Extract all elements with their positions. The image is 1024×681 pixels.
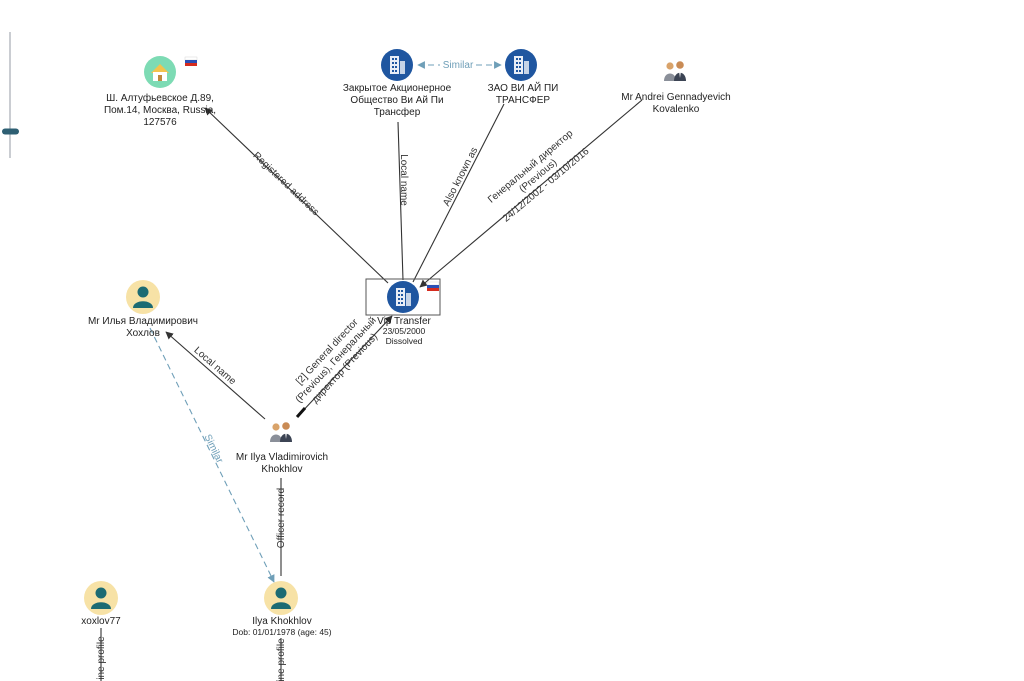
- khokhlov-en-line1: Mr Ilya Vladimirovich: [236, 452, 328, 463]
- selection-box: [365, 278, 441, 316]
- vip-line2: 23/05/2000: [383, 326, 426, 336]
- address-line1: Ш. Алтуфьевское Д.89,: [106, 92, 214, 104]
- person-node-circle: [266, 418, 296, 448]
- house-icon: [151, 64, 169, 81]
- edge-online-profile-right[interactable]: ine profile: [276, 638, 287, 681]
- ilya-line2: Dob: 01/01/1978 (age: 45): [232, 627, 331, 637]
- edge-local-name-top[interactable]: Local name: [397, 121, 409, 281]
- edge-label-similar-top: Similar: [443, 60, 474, 71]
- vip-line3: Dissolved: [386, 336, 423, 346]
- edge-label-officer-record: Officer record: [276, 488, 287, 548]
- node-khokhlov-en[interactable]: Mr Ilya Vladimirovich Khokhlov: [236, 418, 328, 475]
- node-kovalenko[interactable]: Mr Andrei Gennadyevich Kovalenko: [621, 57, 731, 115]
- node-khokhlov-ru[interactable]: Mr Илья Владимирович Хохлов: [88, 280, 198, 339]
- xoxlov77-line1: xoxlov77: [81, 616, 121, 627]
- edge-label-local-name-left: Local name: [192, 345, 239, 388]
- node-zao-long[interactable]: Закрытое Акционерное Общество Ви Ай Пи Т…: [343, 49, 452, 118]
- edge-local-name-left[interactable]: Local name: [165, 331, 266, 420]
- edge-officer-record[interactable]: Officer record: [276, 478, 287, 576]
- zao-long-line1: Закрытое Акционерное: [343, 83, 452, 94]
- zao-long-line2: Общество Ви Ай Пи: [350, 94, 443, 106]
- node-address[interactable]: Ш. Алтуфьевское Д.89, Пом.14, Москва, Ru…: [104, 56, 216, 128]
- edge-label-gdir-line2: (Previous), Генеральный: [294, 315, 379, 405]
- khokhlov-ru-line1: Mr Илья Владимирович: [88, 316, 198, 327]
- address-line2: Пом.14, Москва, Russia,: [104, 105, 216, 116]
- edge-label-registered-address: Registered address: [251, 150, 321, 218]
- russia-flag-icon: [184, 56, 198, 67]
- zoom-slider-thumb[interactable]: [2, 128, 19, 135]
- edge-general-director-khokhlov[interactable]: [2] General director (Previous), Генерал…: [285, 307, 393, 418]
- edge-label-online-left: ine profile: [96, 636, 107, 680]
- edge-label-also-known-as: Also known as: [441, 146, 480, 208]
- node-vip-transfer[interactable]: Vip Transfer 23/05/2000 Dissolved: [365, 278, 441, 346]
- edge-similar-top[interactable]: Similar: [417, 60, 502, 71]
- edge-registered-address[interactable]: Registered address: [204, 107, 389, 284]
- vip-line1: Vip Transfer: [377, 316, 431, 327]
- edge-label-local-name-top: Local name: [398, 154, 409, 206]
- ilya-line1: Ilya Khokhlov: [252, 616, 311, 627]
- khokhlov-en-line2: Khokhlov: [261, 464, 302, 475]
- khokhlov-ru-line2: Хохлов: [126, 328, 160, 339]
- zao-short-line1: ЗАО ВИ АЙ ПИ: [488, 81, 559, 94]
- zoom-slider[interactable]: [2, 32, 19, 158]
- russia-flag-icon: [426, 281, 440, 292]
- node-ilya-khokhlov[interactable]: Ilya Khokhlov Dob: 01/01/1978 (age: 45): [232, 581, 332, 637]
- kovalenko-line1: Mr Andrei Gennadyevich: [621, 92, 731, 103]
- edge-label-online-right: ine profile: [276, 638, 287, 681]
- address-line3: 127576: [143, 117, 177, 128]
- zao-short-line2: ТРАНСФЕР: [496, 95, 550, 106]
- node-xoxlov77[interactable]: xoxlov77: [81, 581, 121, 627]
- edge-online-profile-left[interactable]: ine profile: [96, 628, 107, 681]
- zao-long-line3: Трансфер: [374, 106, 421, 118]
- edge-label-similar-left: Similar: [202, 433, 226, 466]
- kovalenko-line2: Kovalenko: [653, 104, 700, 115]
- person-node-circle: [660, 57, 690, 87]
- node-zao-short[interactable]: ЗАО ВИ АЙ ПИ ТРАНСФЕР: [488, 49, 559, 106]
